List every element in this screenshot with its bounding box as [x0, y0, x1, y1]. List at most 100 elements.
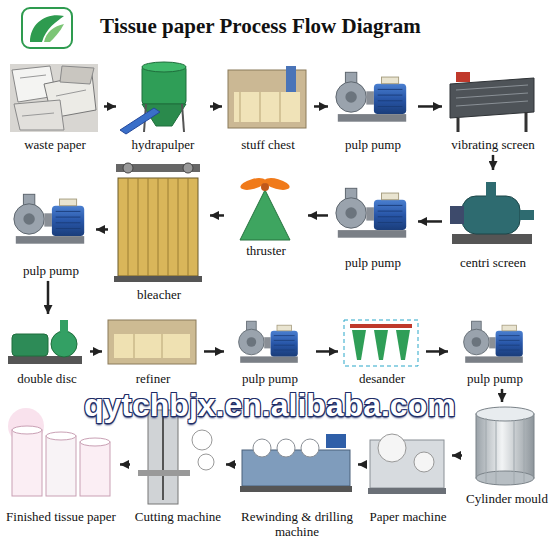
vibrating-screen-picture-part: [525, 112, 528, 132]
cylinder-mould-picture-part: [496, 420, 497, 484]
flow-arrow: [104, 105, 116, 108]
cutting-machine-picture-part: [148, 410, 178, 504]
step-label: centri screen: [444, 256, 542, 271]
flow-arrow: [308, 214, 328, 217]
logo: [22, 8, 72, 48]
process-step: waste paper: [8, 60, 102, 153]
cylinder-mould-picture-part: [524, 418, 525, 482]
waste-paper-picture-part: [22, 113, 54, 116]
paper-machine-picture-part: [378, 434, 406, 462]
step-label: pulp pump: [226, 372, 314, 387]
logo-part: [44, 24, 64, 42]
rewinding-machine-picture-part: [240, 486, 352, 492]
flow-arrow: [47, 281, 50, 314]
double-disc-picture-part: [60, 320, 68, 332]
double-disc-picture-part: [51, 331, 77, 357]
vibrating-screen-picture: [450, 72, 534, 132]
flow-arrow: [90, 350, 102, 353]
process-step: pulp pump: [330, 172, 416, 271]
flow-arrow: [210, 105, 222, 108]
process-step: pulp pump: [330, 60, 416, 153]
double-disc-picture-part: [8, 356, 82, 364]
cylinder-mould-picture-part: [476, 471, 534, 485]
step-label: hydrapulper: [118, 138, 208, 153]
bleacher-picture-part: [148, 178, 149, 276]
thruster-picture-part: [240, 190, 290, 240]
pump-pictures: [14, 72, 523, 363]
process-step: centri screen: [444, 172, 542, 271]
desander-picture-part: [344, 320, 418, 366]
pump-pictures-part: [239, 321, 298, 363]
process-step: Cylinder mould: [464, 404, 550, 507]
desander-picture-part: [352, 330, 366, 360]
stuff-chest-picture-part: [240, 92, 241, 122]
finished-tissue-picture-part: [80, 442, 110, 496]
bleacher-picture-part: [118, 178, 198, 276]
hydrapulper-picture-part: [142, 62, 186, 72]
step-label: pulp pump: [8, 264, 94, 279]
centri-screen-picture-part: [452, 234, 532, 244]
process-step: refiner: [104, 316, 202, 387]
finished-tissue-picture-part: [12, 430, 42, 496]
cylinder-mould-picture-part: [476, 407, 534, 421]
step-label: double disc: [6, 372, 88, 387]
process-step: Rewinding & drilling machine: [238, 404, 356, 540]
stuff-chest-picture: [228, 66, 306, 128]
step-label: pulp pump: [330, 138, 416, 153]
flow-arrow: [316, 350, 338, 353]
process-step: double disc: [6, 316, 88, 387]
flow-arrow: [452, 454, 462, 457]
step-label: refiner: [104, 372, 202, 387]
step-label: pulp pump: [330, 256, 416, 271]
vibrating-screen-picture-part: [457, 118, 460, 132]
centri-screen-picture-part: [486, 182, 496, 198]
finished-tissue-picture-part: [46, 432, 76, 440]
diagram-title: Tissue paper Process Flow Diagram: [100, 14, 421, 39]
flow-arrow: [314, 105, 328, 108]
process-step: Finished tissue paper: [4, 404, 118, 525]
process-step: stuff chest: [224, 60, 312, 153]
process-step: pulp pump: [8, 180, 94, 279]
step-label: pulp pump: [450, 372, 540, 387]
bleacher-picture-part: [123, 163, 133, 173]
process-step: pulp pump: [450, 316, 540, 387]
flow-arrow: [210, 214, 224, 217]
refiner-picture-part: [162, 334, 163, 358]
flow-arrow: [204, 350, 224, 353]
watermark: qytchbjx.en.alibaba.com: [84, 389, 456, 421]
refiner-picture-part: [134, 334, 135, 358]
stuff-chest-picture-part: [260, 92, 261, 122]
step-label: Rewinding & drilling machine: [238, 510, 356, 540]
hydrapulper-picture-part: [120, 108, 160, 134]
stuff-chest-picture-part: [280, 92, 281, 122]
paper-machine-picture-part: [414, 452, 434, 472]
process-step: pulp pump: [226, 316, 314, 387]
process-step: Paper machine: [366, 404, 450, 525]
rewinding-machine-picture-part: [253, 439, 271, 457]
rewinding-machine-picture: [240, 434, 352, 492]
cylinder-mould-picture-part: [476, 414, 534, 478]
stuff-chest-picture-part: [234, 92, 300, 122]
process-step: bleacher: [110, 160, 208, 303]
refiner-picture: [108, 320, 196, 364]
bleacher-picture: [114, 163, 202, 282]
cylinder-mould-picture-part: [486, 418, 487, 482]
waste-paper-picture-part: [60, 66, 94, 84]
waste-paper-picture-part: [20, 75, 46, 78]
bleacher-picture-part: [158, 178, 159, 276]
flow-arrow: [120, 463, 130, 466]
finished-tissue-picture-part: [46, 436, 76, 496]
flow-arrow: [358, 463, 364, 466]
desander-picture-part: [374, 330, 388, 360]
cutting-machine-picture-part: [162, 414, 164, 500]
process-step: thruster: [226, 172, 306, 259]
step-label: desander: [340, 372, 424, 387]
bleacher-picture-part: [114, 276, 202, 282]
cylinder-mould-picture: [476, 407, 534, 485]
double-disc-picture: [8, 320, 82, 364]
waste-paper-picture-part: [10, 64, 98, 132]
paper-machine-picture-part: [368, 488, 446, 494]
flow-arrow: [418, 105, 442, 108]
bleacher-picture-part: [128, 178, 129, 276]
